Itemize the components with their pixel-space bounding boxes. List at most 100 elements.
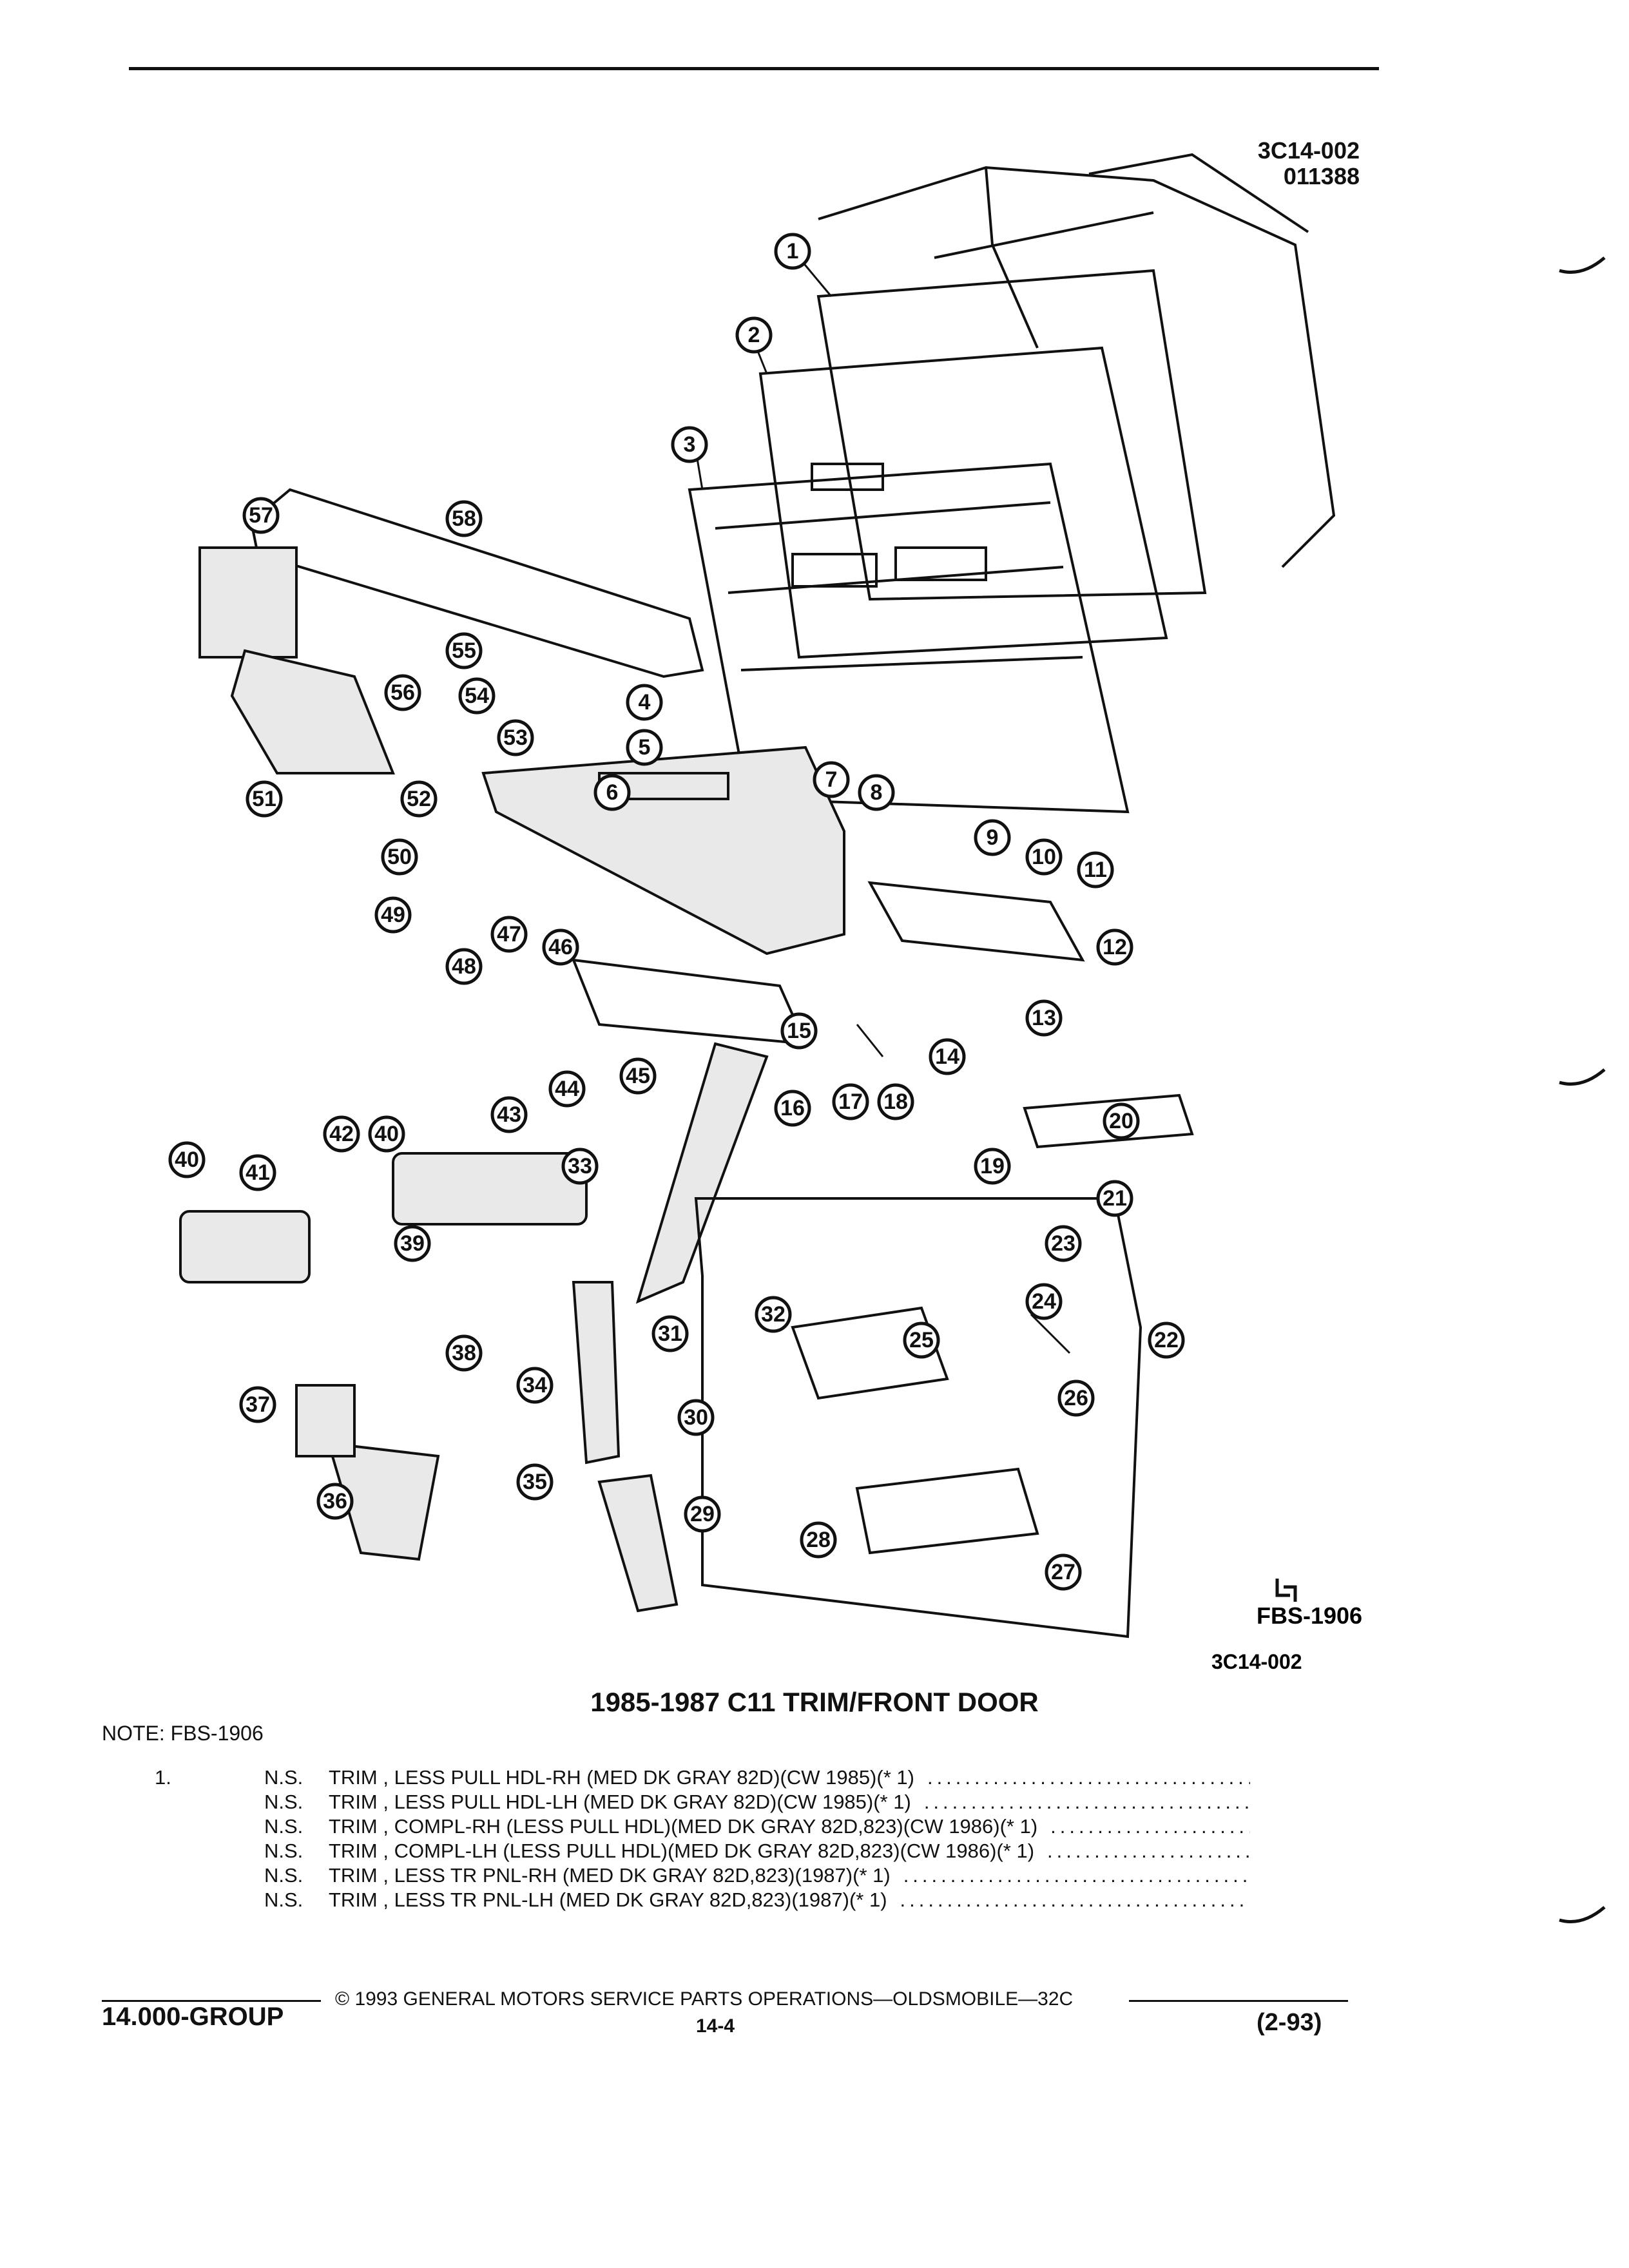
svg-text:12: 12: [1103, 935, 1127, 959]
sub-figure-code: 3C14-002: [1211, 1650, 1302, 1673]
callout: 41: [239, 1154, 276, 1191]
svg-text:14: 14: [935, 1044, 959, 1069]
figure-code-line1: 3C14-002: [1257, 137, 1360, 164]
svg-text:6: 6: [606, 780, 619, 805]
ns-code: N.S.: [264, 1791, 304, 1813]
armrest-console: [481, 745, 845, 956]
svg-text:7: 7: [825, 767, 838, 792]
footer-rule: [102, 2000, 321, 2002]
svg-text:57: 57: [249, 503, 273, 528]
svg-text:35: 35: [523, 1470, 547, 1494]
part-description: TRIM , COMPL-RH (LESS PULL HDL)(MED DK G…: [329, 1815, 1038, 1838]
ns-code: N.S.: [264, 1888, 304, 1911]
callout-markers: 1 2 3 4 5 6 7 8 9 10 11 12 13 14 15 16 1…: [168, 233, 1185, 1591]
svg-text:53: 53: [503, 726, 528, 750]
callout: 1: [774, 233, 811, 270]
callout: 30: [677, 1399, 715, 1436]
trim-parts-list: 1. N.S. TRIM , LESS PULL HDL-RH (MED DK …: [155, 1765, 1250, 1912]
part-description: TRIM , LESS TR PNL-LH (MED DK GRAY 82D,8…: [329, 1888, 887, 1911]
callout: 55: [445, 632, 483, 669]
svg-text:31: 31: [658, 1321, 682, 1346]
svg-text:54: 54: [465, 684, 489, 708]
part-description: TRIM , COMPL-LH (LESS PULL HDL)(MED DK G…: [329, 1840, 1035, 1862]
footer-copyright: © 1993 GENERAL MOTORS SERVICE PARTS OPER…: [335, 1988, 1074, 2010]
svg-text:56: 56: [390, 680, 415, 705]
callout: 40: [168, 1141, 206, 1178]
svg-text:3: 3: [684, 432, 696, 457]
svg-text:28: 28: [806, 1528, 831, 1552]
list-item: 1. N.S. TRIM , LESS PULL HDL-RH (MED DK …: [155, 1765, 1250, 1790]
svg-text:42: 42: [329, 1122, 354, 1146]
callout: 13: [1025, 999, 1063, 1037]
callout: 26: [1057, 1379, 1095, 1417]
callout: 45: [619, 1057, 657, 1095]
ns-code: N.S.: [264, 1840, 304, 1862]
svg-text:20: 20: [1109, 1109, 1133, 1133]
fbs-logo-icon: [1275, 1579, 1297, 1602]
door-trim-panels: [688, 269, 1207, 814]
callout: 20: [1103, 1102, 1140, 1140]
callout: 8: [858, 774, 895, 811]
svg-text:25: 25: [909, 1328, 934, 1352]
svg-text:23: 23: [1051, 1231, 1075, 1256]
callout: 24: [1025, 1283, 1063, 1320]
svg-text:43: 43: [497, 1102, 521, 1127]
svg-text:44: 44: [555, 1077, 579, 1101]
callout: 46: [542, 928, 579, 966]
leader-dots: ........................................…: [927, 1766, 1250, 1789]
callout: 57: [242, 497, 280, 534]
exploded-parts-diagram: 1 2 3 4 5 6 7 8 9 10 11 12 13 14 15 16 1…: [168, 153, 1362, 1673]
svg-text:9: 9: [987, 825, 999, 850]
callout: 35: [516, 1463, 554, 1501]
part-description: TRIM , LESS PULL HDL-LH (MED DK GRAY 82D…: [329, 1791, 911, 1813]
callout: 23: [1045, 1225, 1082, 1262]
svg-text:50: 50: [387, 845, 412, 869]
svg-text:47: 47: [497, 922, 521, 947]
svg-text:16: 16: [780, 1096, 805, 1120]
callout: 42: [323, 1115, 360, 1153]
callout: 18: [877, 1083, 914, 1120]
svg-text:33: 33: [568, 1154, 592, 1178]
callout: 31: [651, 1315, 689, 1352]
svg-text:51: 51: [252, 787, 276, 811]
callout: 47: [490, 916, 528, 953]
leader-dots: ........................................…: [923, 1791, 1250, 1813]
part-description: TRIM , LESS TR PNL-RH (MED DK GRAY 82D,8…: [329, 1864, 891, 1887]
callout: 5: [626, 729, 663, 766]
svg-text:24: 24: [1032, 1289, 1056, 1314]
callout: 50: [381, 838, 418, 876]
svg-text:11: 11: [1084, 858, 1107, 882]
svg-text:58: 58: [452, 506, 476, 531]
svg-text:37: 37: [246, 1392, 270, 1417]
pull-handle: [1023, 1093, 1194, 1149]
callout: 38: [445, 1334, 483, 1372]
fbs-label: FBS-1906: [1257, 1602, 1362, 1629]
svg-text:8: 8: [871, 780, 883, 805]
svg-text:1: 1: [787, 239, 799, 264]
list-item: N.S. TRIM , LESS TR PNL-RH (MED DK GRAY …: [155, 1863, 1250, 1888]
list-item: N.S. TRIM , LESS PULL HDL-LH (MED DK GRA…: [155, 1790, 1250, 1814]
svg-text:39: 39: [400, 1231, 425, 1256]
svg-text:29: 29: [690, 1502, 715, 1526]
svg-text:41: 41: [246, 1160, 270, 1185]
callout: 21: [1096, 1180, 1133, 1217]
callout: 48: [445, 948, 483, 985]
svg-text:22: 22: [1154, 1328, 1179, 1352]
top-rule: [129, 67, 1379, 70]
svg-text:45: 45: [626, 1064, 650, 1088]
svg-text:21: 21: [1103, 1186, 1127, 1211]
svg-text:46: 46: [548, 935, 573, 959]
callout: 25: [903, 1321, 940, 1359]
svg-text:30: 30: [684, 1405, 708, 1430]
item-number: 1.: [155, 1766, 171, 1789]
footer-date: (2-93): [1257, 2009, 1322, 2036]
callout: 11: [1077, 851, 1114, 889]
callout: 29: [684, 1495, 721, 1533]
list-item: N.S. TRIM , COMPL-RH (LESS PULL HDL)(MED…: [155, 1814, 1250, 1839]
callout: 52: [400, 780, 438, 818]
list-item: N.S. TRIM , LESS TR PNL-LH (MED DK GRAY …: [155, 1888, 1250, 1912]
callout: 43: [490, 1096, 528, 1133]
callout: 44: [548, 1070, 586, 1108]
callout: 58: [445, 500, 483, 537]
callout: 10: [1025, 838, 1063, 876]
